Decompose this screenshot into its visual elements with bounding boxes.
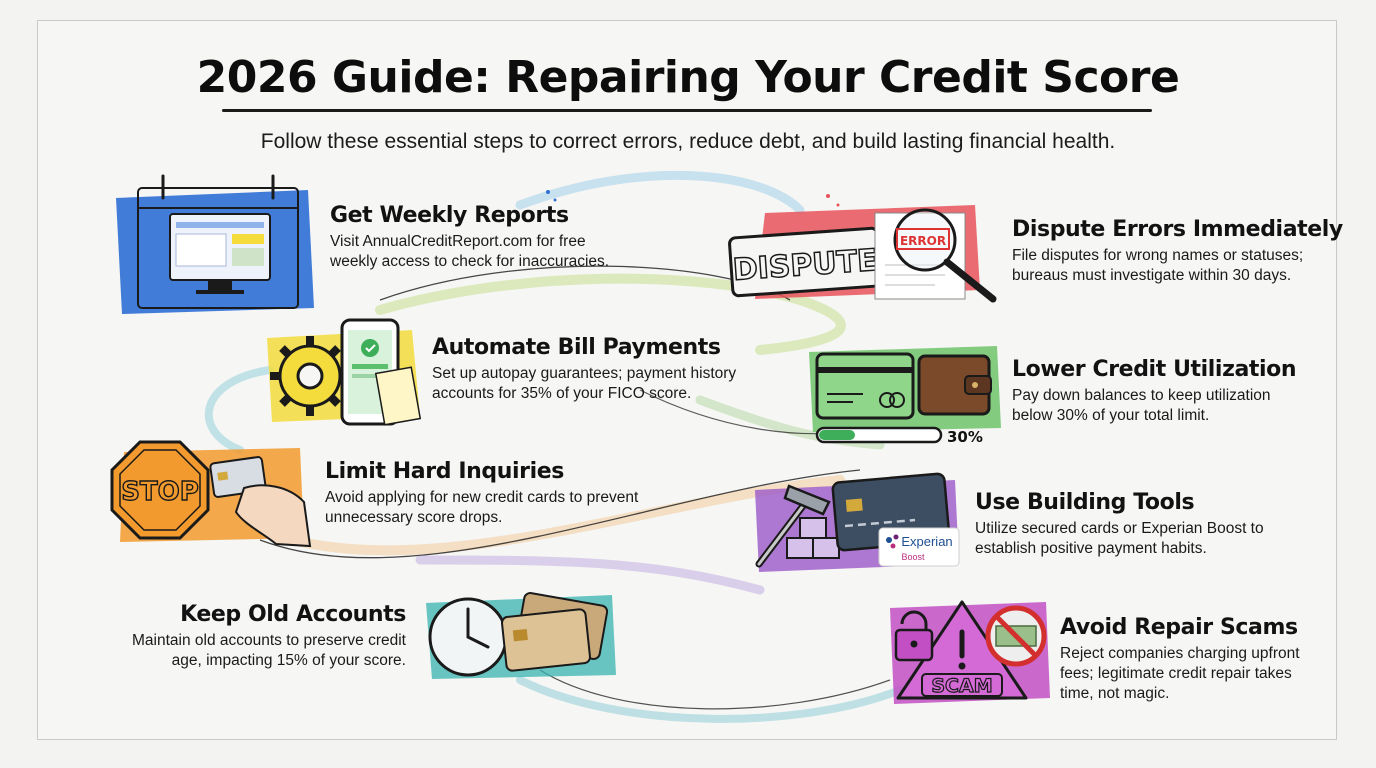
step-title: Get Weekly Reports	[330, 203, 569, 228]
title-underline	[222, 109, 1152, 112]
step-use-building-tools: Use Building Tools Utilize secured cards…	[975, 489, 1305, 559]
step-limit-hard-inquiries: Limit Hard Inquiries Avoid applying for …	[325, 458, 645, 528]
hammer-card-icon: Experian Boost	[745, 468, 965, 578]
gear-phone-icon	[262, 318, 427, 428]
step-title: Limit Hard Inquiries	[325, 459, 564, 484]
step-keep-old-accounts: Keep Old Accounts Maintain old accounts …	[100, 601, 406, 671]
page-subtitle: Follow these essential steps to correct …	[260, 130, 1116, 153]
step-description: File disputes for wrong names or statuse…	[1012, 247, 1304, 284]
clock-cards-icon	[420, 585, 620, 685]
step-description: Visit AnnualCreditReport.com for free we…	[330, 233, 610, 270]
utilization-label: 30%	[947, 428, 983, 446]
scam-warning-icon: SCAM	[884, 594, 1054, 709]
error-stamp-text: ERROR	[900, 234, 946, 248]
boost-logo-text: Boost	[901, 552, 925, 562]
step-automate-bill-payments: Automate Bill Payments Set up autopay gu…	[432, 334, 762, 404]
step-description: Set up autopay guarantees; payment histo…	[432, 365, 737, 402]
step-title: Keep Old Accounts	[180, 602, 406, 627]
page-title: 2026 Guide: Repairing Your Credit Score	[196, 52, 1180, 103]
card-wallet-icon	[805, 340, 1005, 450]
dispute-stamp-icon: DISPUTE ERROR	[725, 195, 1005, 310]
scam-text: SCAM	[931, 675, 992, 697]
step-description: Utilize secured cards or Experian Boost …	[975, 520, 1264, 557]
experian-logo-text: Experian	[901, 534, 952, 549]
step-title: Use Building Tools	[975, 490, 1195, 515]
step-avoid-repair-scams: Avoid Repair Scams Reject companies char…	[1060, 614, 1320, 704]
stop-sign-text: STOP	[121, 477, 199, 507]
step-lower-credit-utilization: Lower Credit Utilization Pay down balanc…	[1012, 356, 1312, 426]
step-dispute-errors: Dispute Errors Immediately File disputes…	[1012, 216, 1343, 286]
step-description: Avoid applying for new credit cards to p…	[325, 489, 639, 526]
step-title: Avoid Repair Scams	[1060, 615, 1298, 640]
step-description: Maintain old accounts to preserve credit…	[132, 632, 406, 669]
stop-sign-icon: STOP	[104, 438, 319, 553]
step-title: Dispute Errors Immediately	[1012, 217, 1343, 242]
infographic-frame	[37, 20, 1337, 740]
step-description: Pay down balances to keep utilization be…	[1012, 387, 1271, 424]
calendar-monitor-icon	[108, 168, 323, 318]
step-description: Reject companies charging upfront fees; …	[1060, 645, 1300, 702]
step-title: Automate Bill Payments	[432, 335, 721, 360]
step-title: Lower Credit Utilization	[1012, 357, 1297, 382]
step-get-weekly-reports: Get Weekly Reports Visit AnnualCreditRep…	[330, 202, 630, 272]
